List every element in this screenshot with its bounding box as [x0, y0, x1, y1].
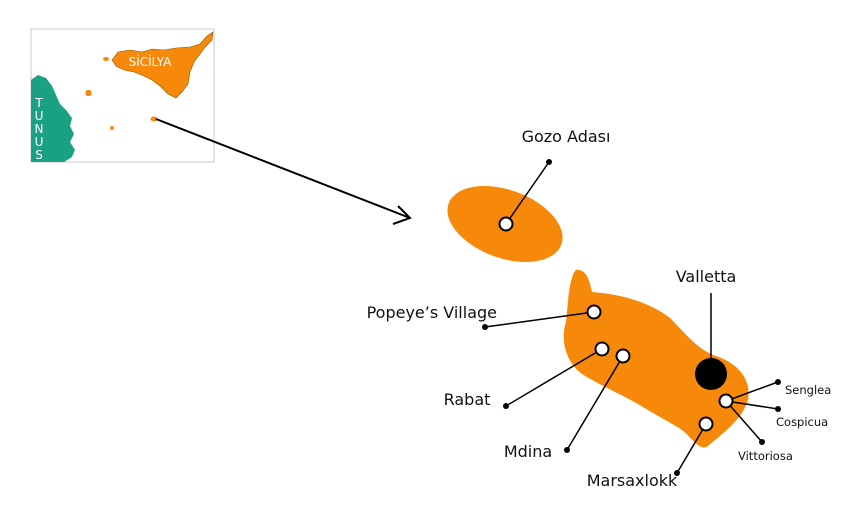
label-vittoriosa: Vittoriosa: [738, 449, 793, 463]
sicily-landmass: [111, 31, 214, 99]
dot-gozo: [546, 159, 552, 165]
city-markers: [498, 216, 734, 432]
dot-vittoriosa: [759, 439, 765, 445]
leader-lines: [484, 161, 779, 474]
leader-mdina: [566, 355, 624, 451]
leader-popeye: [484, 311, 595, 328]
dot-mdina: [564, 447, 570, 453]
inset-map: T U N U S SİCİLYA: [30, 28, 215, 163]
tunisia-letter-2: U: [35, 109, 44, 123]
sicily-islet-1: [103, 57, 109, 61]
leader-senglea: [725, 381, 779, 402]
label-cospicua: Cospicua: [776, 415, 828, 429]
leader-dots: [482, 159, 781, 476]
label-marsaxlokk: Marsaxlokk: [587, 471, 678, 490]
label-valletta: Valletta: [676, 267, 737, 286]
tunisia-letter-4: U: [35, 135, 44, 149]
dot-popeye: [482, 324, 488, 330]
malta-marker: [150, 116, 158, 122]
city-marker-rabat: [594, 341, 610, 357]
city-marker-three-cities: [718, 393, 734, 409]
dot-marsaxlokk: [674, 470, 680, 476]
tunisia-letter-5: S: [35, 148, 43, 162]
label-popeye: Popeye’s Village: [367, 303, 497, 322]
leader-vittoriosa: [725, 400, 763, 443]
city-marker-popeye: [586, 304, 602, 320]
leader-marsaxlokk: [676, 423, 707, 474]
leader-rabat: [505, 348, 603, 407]
dot-cospicua: [775, 406, 781, 412]
city-marker-gozo: [498, 216, 514, 232]
malta-island: [563, 269, 749, 448]
label-senglea: Senglea: [785, 383, 831, 397]
tunisia-letter-3: N: [35, 122, 44, 136]
sicily-islet-2: [85, 89, 92, 97]
label-rabat: Rabat: [444, 390, 491, 409]
capital-marker-valletta: [695, 358, 727, 390]
tunisia-landmass: [31, 75, 75, 162]
label-mdina: Mdina: [504, 442, 552, 461]
dot-rabat: [503, 403, 509, 409]
place-labels: Gozo Adası Valletta Popeye’s Village Rab…: [367, 127, 832, 490]
tunisia-letter-1: T: [34, 96, 43, 110]
city-marker-marsaxlokk: [698, 416, 714, 432]
sicily-label: SİCİLYA: [129, 54, 173, 69]
city-marker-mdina: [615, 348, 631, 364]
zoom-arrow: [155, 118, 412, 225]
dot-senglea: [775, 379, 781, 385]
leader-cospicua: [725, 400, 779, 410]
leader-gozo: [505, 161, 550, 225]
sicily-islet-3: [110, 126, 114, 130]
label-gozo: Gozo Adası: [522, 127, 611, 146]
